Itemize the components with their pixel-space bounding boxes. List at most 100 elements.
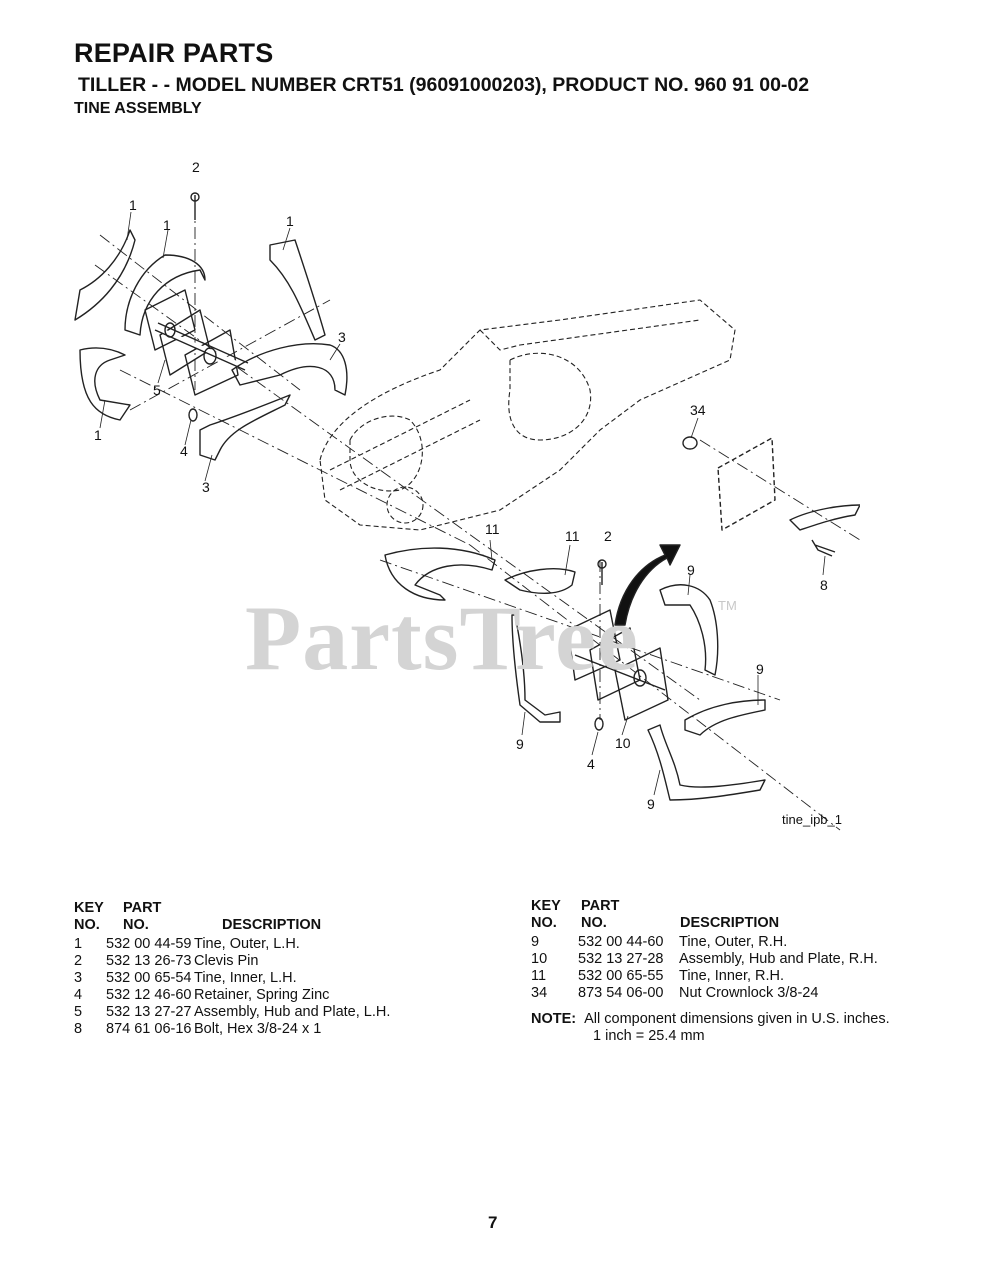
mounting-plate — [717, 437, 776, 531]
table-row: 4 532 12 46-60 Retainer, Spring Zinc — [74, 987, 494, 1004]
callout-1-d: 1 — [94, 427, 102, 443]
rh-outer-tine-top — [659, 584, 719, 676]
direction-arrow — [614, 544, 681, 626]
callout-1-b: 1 — [163, 217, 171, 233]
parts-table-left: KEY NO. PART NO. DESCRIPTION 1 532 00 44… — [74, 900, 494, 1038]
header-part-no: NO. — [123, 917, 149, 933]
callout-3-a: 3 — [338, 329, 346, 345]
header-part: PART — [123, 900, 162, 916]
key-no: 5 — [74, 1004, 83, 1020]
callout-4-b: 4 — [587, 756, 595, 772]
parts-table-right: KEY NO. PART NO. DESCRIPTION 9 532 00 44… — [531, 898, 951, 1002]
part-description: Tine, Inner, R.H. — [679, 968, 785, 984]
diagram-id-label: tine_ipb_1 — [782, 812, 842, 827]
callout-9-a: 9 — [687, 562, 695, 578]
header-key-no: NO. — [74, 917, 100, 933]
rh-inner-tine-right — [504, 568, 576, 594]
table-row: 34 873 54 06-00 Nut Crownlock 3/8-24 — [531, 985, 951, 1002]
table-row: 11 532 00 65-55 Tine, Inner, R.H. — [531, 968, 951, 985]
table-row: 5 532 13 27-27 Assembly, Hub and Plate, … — [74, 1004, 494, 1021]
part-description: Tine, Outer, R.H. — [679, 934, 788, 950]
table-header: KEY NO. PART NO. DESCRIPTION — [74, 900, 494, 936]
table-row: 9 532 00 44-60 Tine, Outer, R.H. — [531, 934, 951, 951]
rh-hub-plate-part10 — [567, 609, 669, 721]
callout-11-b: 11 — [565, 528, 580, 544]
table-row: 8 874 61 06-16 Bolt, Hex 3/8-24 x 1 — [74, 1021, 494, 1038]
callout-2-b: 2 — [604, 528, 612, 544]
key-no: 10 — [531, 951, 548, 967]
header-part-no: NO. — [581, 915, 607, 931]
lh-outer-tine-upper — [124, 254, 206, 336]
crownlock-nut — [682, 436, 698, 450]
part-no: 532 13 26-73 — [106, 953, 192, 969]
part-no: 532 00 65-54 — [106, 970, 192, 986]
lh-outer-tine-upper-left — [74, 229, 136, 321]
table-row: 10 532 13 27-28 Assembly, Hub and Plate,… — [531, 951, 951, 968]
part-description: Tine, Inner, L.H. — [194, 970, 297, 986]
section-title: TINE ASSEMBLY — [74, 100, 202, 117]
callout-5: 5 — [153, 382, 161, 398]
callout-11-a: 11 — [485, 521, 500, 537]
key-no: 9 — [531, 934, 540, 950]
lh-inner-tine-lower — [199, 394, 291, 461]
header-key-no: NO. — [531, 915, 557, 931]
dimension-note: NOTE: All component dimensions given in … — [531, 1011, 951, 1046]
callout-2-a: 2 — [192, 159, 200, 175]
part-no: 532 13 27-27 — [106, 1004, 192, 1020]
table-row: 3 532 00 65-54 Tine, Inner, L.H. — [74, 970, 494, 987]
key-no: 4 — [74, 987, 83, 1003]
lh-outer-tine-right — [269, 239, 326, 341]
part-description: Bolt, Hex 3/8-24 x 1 — [194, 1021, 322, 1037]
header-description: DESCRIPTION — [222, 917, 322, 933]
key-no: 8 — [74, 1021, 83, 1037]
hex-bolt — [811, 539, 836, 557]
key-no: 11 — [531, 968, 547, 984]
model-subtitle: TILLER - - MODEL NUMBER CRT51 (960910002… — [78, 74, 810, 96]
header-part: PART — [581, 898, 620, 914]
callout-10: 10 — [615, 735, 631, 751]
part-description: Tine, Outer, L.H. — [194, 936, 300, 952]
rh-outer-tine-left — [511, 614, 561, 723]
tiller-body-outline — [319, 299, 736, 531]
part-description: Clevis Pin — [194, 953, 259, 969]
table-row: 1 532 00 44-59 Tine, Outer, L.H. — [74, 936, 494, 953]
part-no: 532 00 44-60 — [578, 934, 664, 950]
note-line-2: 1 inch = 25.4 mm — [593, 1028, 705, 1045]
lh-hub-plate-part5 — [144, 289, 249, 396]
retainer-right — [594, 717, 604, 731]
part-no: 532 00 65-55 — [578, 968, 664, 984]
header-key: KEY — [74, 900, 104, 916]
callout-9-c: 9 — [516, 736, 524, 752]
table-header: KEY NO. PART NO. DESCRIPTION — [531, 898, 951, 934]
part-description: Assembly, Hub and Plate, R.H. — [679, 951, 878, 967]
part-description: Retainer, Spring Zinc — [194, 987, 330, 1003]
rh-outer-tine-mid — [684, 699, 766, 736]
key-no: 1 — [74, 936, 83, 952]
note-line-1: All component dimensions given in U.S. i… — [584, 1011, 890, 1027]
callout-3-b: 3 — [202, 479, 210, 495]
rh-inner-tine-left — [384, 547, 496, 601]
watermark-trademark: TM — [718, 598, 737, 613]
callout-4-a: 4 — [180, 443, 188, 459]
rh-outer-tine-bottom — [647, 724, 766, 801]
callout-1-c: 1 — [286, 213, 294, 229]
page-number: 7 — [488, 1213, 498, 1232]
part-description: Nut Crownlock 3/8-24 — [679, 985, 819, 1001]
part-no: 532 12 46-60 — [106, 987, 192, 1003]
callout-leaders — [99, 211, 826, 796]
lh-inner-tine-upper — [231, 343, 348, 396]
note-label: NOTE: — [531, 1011, 577, 1027]
tine-assembly-diagram — [74, 192, 860, 831]
header-key: KEY — [531, 898, 561, 914]
callout-9-b: 9 — [756, 661, 764, 677]
key-no: 34 — [531, 985, 548, 1001]
part-no: 532 00 44-59 — [106, 936, 192, 952]
part-description: Assembly, Hub and Plate, L.H. — [194, 1004, 391, 1020]
part-no: 532 13 27-28 — [578, 951, 664, 967]
callout-34: 34 — [690, 402, 706, 418]
callout-9-d: 9 — [647, 796, 655, 812]
callout-8: 8 — [820, 577, 828, 593]
page-title: REPAIR PARTS — [74, 38, 274, 68]
retainer-left — [188, 408, 198, 422]
table-row: 2 532 13 26-73 Clevis Pin — [74, 953, 494, 970]
